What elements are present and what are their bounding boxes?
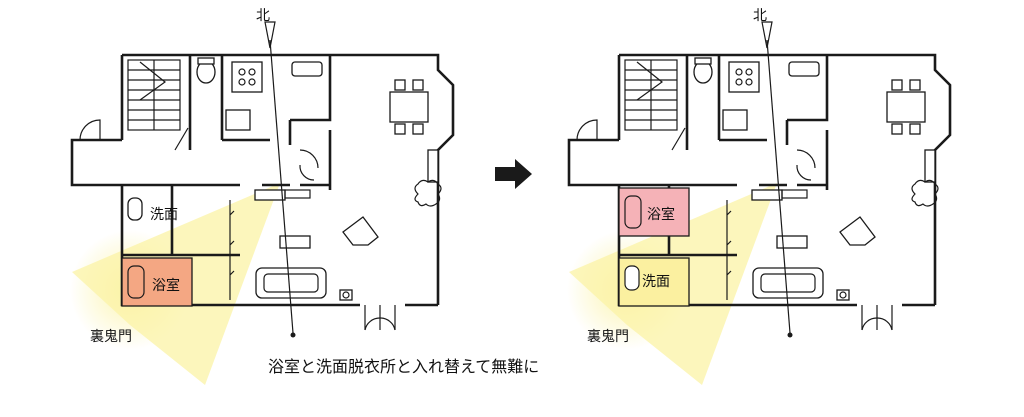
north-label-after: 北	[753, 8, 767, 24]
bath-label-after: 浴室	[647, 206, 675, 223]
plan-after: 浴室 洗面 裏鬼門 北	[565, 8, 952, 387]
sink-icon	[624, 265, 640, 291]
plan-before: 洗面 浴室 裏鬼門 北	[68, 8, 455, 387]
washroom-label-before: 洗面	[150, 207, 178, 223]
washroom-label-after: 洗面	[642, 274, 670, 290]
north-label-before: 北	[256, 8, 270, 24]
bath-label-before: 浴室	[152, 277, 180, 294]
bathtub-icon	[624, 195, 642, 229]
bathtub-icon	[127, 265, 145, 299]
caption: 浴室と洗面脱衣所と入れ替えて無難に	[268, 357, 539, 376]
ura-kimon-label-before: 裏鬼門	[90, 328, 132, 345]
right-arrow-icon	[495, 159, 532, 189]
ura-kimon-label-after: 裏鬼門	[587, 328, 629, 345]
